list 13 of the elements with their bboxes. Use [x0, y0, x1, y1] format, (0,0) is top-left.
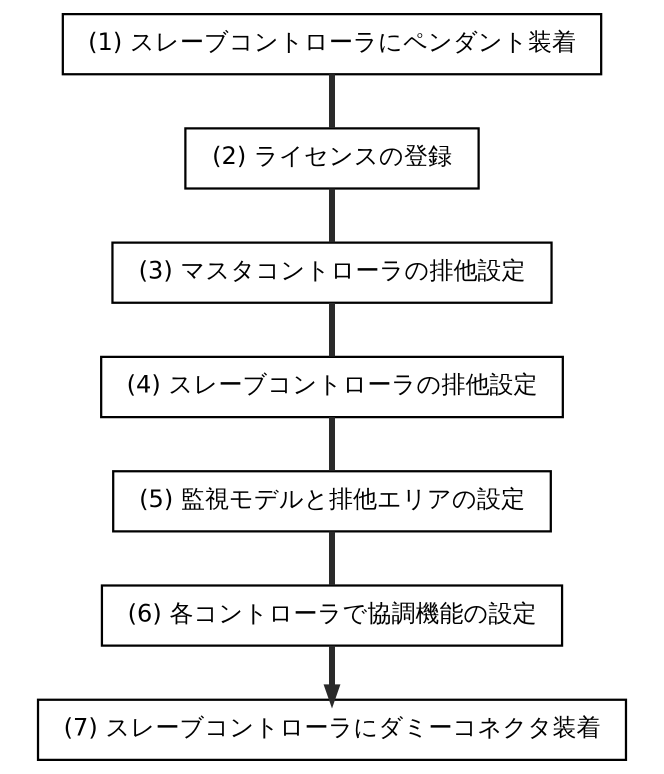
arrow [324, 646, 340, 708]
node-box: (2) ライセンスの登録 [184, 127, 480, 190]
node-box: (4) スレーブコントローラの排他設定 [100, 356, 564, 418]
node-box: (1) スレーブコントローラにペンダント装着 [62, 12, 602, 76]
connector [329, 302, 335, 357]
connector [329, 74, 335, 128]
connector [329, 188, 335, 242]
node-box: (3) マスタコントローラの排他設定 [111, 242, 553, 304]
node-box: (5) 監視モデルと排他エリアの設定 [112, 470, 552, 532]
connector [329, 417, 335, 471]
node-box: (7) スレーブコントローラにダミーコネクタ装着 [36, 698, 628, 762]
node-box: (6) 各コントローラで協調機能の設定 [100, 584, 564, 647]
connector [329, 531, 335, 586]
